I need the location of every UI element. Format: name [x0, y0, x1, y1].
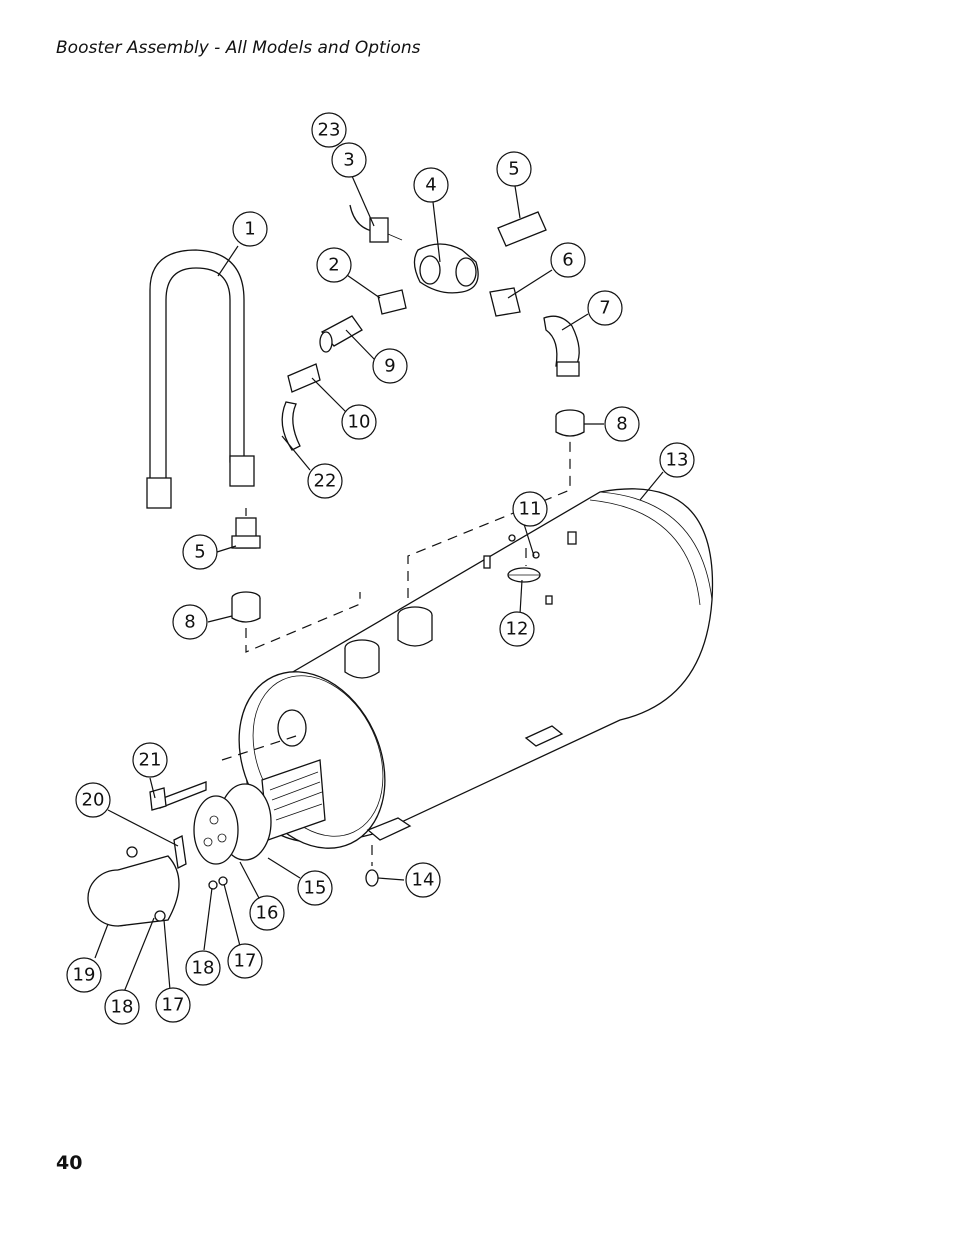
svg-text:23: 23: [318, 120, 341, 141]
svg-text:6: 6: [562, 250, 573, 271]
callout-23: 23: [311, 112, 347, 148]
callout-11: 11: [512, 491, 548, 527]
callout-16: 16: [249, 895, 285, 931]
callout-18-left: 18: [104, 989, 140, 1025]
page-number: 40: [56, 1152, 83, 1174]
callout-20: 20: [75, 782, 111, 818]
callout-2: 2: [316, 247, 352, 283]
callout-7: 7: [587, 290, 623, 326]
callout-4: 4: [413, 167, 449, 203]
callout-5-lower: 5: [182, 534, 218, 570]
svg-text:10: 10: [348, 412, 371, 433]
callout-22: 22: [307, 463, 343, 499]
svg-text:11: 11: [519, 499, 542, 520]
svg-text:16: 16: [256, 903, 279, 924]
svg-text:20: 20: [82, 790, 105, 811]
callout-14: 14: [405, 862, 441, 898]
svg-text:17: 17: [162, 995, 185, 1016]
callout-6: 6: [550, 242, 586, 278]
svg-text:15: 15: [304, 878, 327, 899]
svg-text:21: 21: [139, 750, 162, 771]
hose-part: [146, 249, 255, 509]
svg-text:2: 2: [328, 255, 339, 276]
callout-8-lower: 8: [172, 604, 208, 640]
callout-9: 9: [372, 348, 408, 384]
callout-13: 13: [659, 442, 695, 478]
element-head-part: [87, 781, 379, 927]
svg-text:5: 5: [508, 159, 519, 180]
svg-text:14: 14: [412, 870, 435, 891]
upper-fittings: [281, 204, 585, 451]
svg-text:19: 19: [73, 965, 96, 986]
svg-text:13: 13: [666, 450, 689, 471]
svg-text:1: 1: [244, 219, 255, 240]
svg-text:18: 18: [111, 997, 134, 1018]
svg-text:5: 5: [194, 542, 205, 563]
svg-text:3: 3: [343, 150, 354, 171]
callout-17-left: 17: [155, 987, 191, 1023]
callout-19: 19: [66, 957, 102, 993]
callout-8-upper: 8: [604, 406, 640, 442]
callout-18-right: 18: [185, 950, 221, 986]
fitting-5-lower: [231, 517, 261, 549]
callout-3: 3: [331, 142, 367, 178]
svg-text:22: 22: [314, 471, 337, 492]
svg-text:9: 9: [384, 356, 395, 377]
svg-text:12: 12: [506, 619, 529, 640]
svg-text:8: 8: [184, 612, 195, 633]
callout-17-right: 17: [227, 943, 263, 979]
svg-text:8: 8: [616, 414, 627, 435]
callout-1: 1: [232, 211, 268, 247]
svg-text:18: 18: [192, 958, 215, 979]
callout-15: 15: [297, 870, 333, 906]
page-header: Booster Assembly - All Models and Option…: [56, 38, 421, 58]
tank-part: [238, 488, 714, 849]
assembly-guide-lines: [221, 440, 571, 866]
callout-5-upper: 5: [496, 151, 532, 187]
svg-text:17: 17: [234, 951, 257, 972]
coupling-8-lower: [231, 591, 261, 623]
callout-21: 21: [132, 742, 168, 778]
svg-text:4: 4: [425, 175, 436, 196]
thermostat-part: [507, 534, 553, 605]
svg-text:7: 7: [599, 298, 610, 319]
callout-10: 10: [341, 404, 377, 440]
leader-lines: [94, 175, 664, 993]
callout-12: 12: [499, 611, 535, 647]
